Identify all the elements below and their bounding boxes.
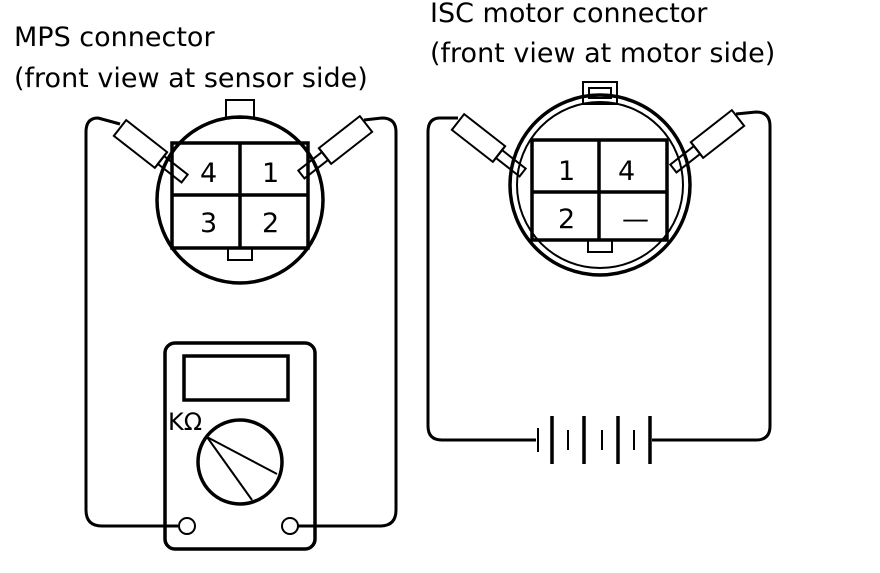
mps-lead-wire-left xyxy=(84,116,178,528)
test-probe-icon xyxy=(112,118,190,184)
ohmmeter-unit-label: KΩ xyxy=(168,408,202,436)
isc-key-tab xyxy=(582,81,618,105)
mps-title-line1: MPS connector xyxy=(14,22,215,53)
ohmmeter-terminal-right[interactable] xyxy=(281,517,299,535)
isc-connector: 1 4 2 — xyxy=(508,81,692,277)
mps-title-line2: (front view at sensor side) xyxy=(14,63,368,94)
mps-connector-body xyxy=(155,115,325,285)
mps-pin-4: 4 xyxy=(200,158,217,189)
test-probe-icon xyxy=(668,108,746,174)
isc-connector-inner-ring xyxy=(516,101,684,269)
isc-pin-1: 1 xyxy=(558,156,575,187)
test-probe-icon xyxy=(296,114,374,180)
test-probe-icon xyxy=(450,112,528,178)
mps-pin-2: 2 xyxy=(262,208,279,239)
mps-lead-wire-right xyxy=(298,116,398,528)
isc-title-line1: ISC motor connector xyxy=(430,0,708,29)
mps-pin-1: 1 xyxy=(262,158,279,189)
ohmmeter-dial-pointer-1 xyxy=(206,436,278,475)
ohmmeter-dial-pointer-2 xyxy=(206,436,253,501)
mps-connector: 4 1 3 2 xyxy=(155,99,325,285)
ohmmeter-body xyxy=(163,341,317,551)
ohmmeter-dial[interactable] xyxy=(196,418,284,506)
isc-title-line2: (front view at motor side) xyxy=(430,38,775,69)
isc-bottom-latch xyxy=(587,239,613,253)
isc-key-tab-inner xyxy=(588,87,612,99)
isc-pin-2: 2 xyxy=(558,204,575,235)
isc-pin-blank: — xyxy=(622,204,649,235)
isc-lead-wire-right xyxy=(652,110,772,442)
ohmmeter-terminal-left[interactable] xyxy=(178,517,196,535)
isc-connector-outer-ring xyxy=(508,93,692,277)
mps-bottom-latch xyxy=(227,247,253,261)
ohmmeter-display xyxy=(182,354,290,402)
battery-icon xyxy=(537,416,652,464)
ohmmeter-icon: KΩ xyxy=(163,341,317,551)
mps-pin-3: 3 xyxy=(200,208,217,239)
isc-lead-wire-left xyxy=(426,116,536,442)
isc-pin-4: 4 xyxy=(618,156,635,187)
